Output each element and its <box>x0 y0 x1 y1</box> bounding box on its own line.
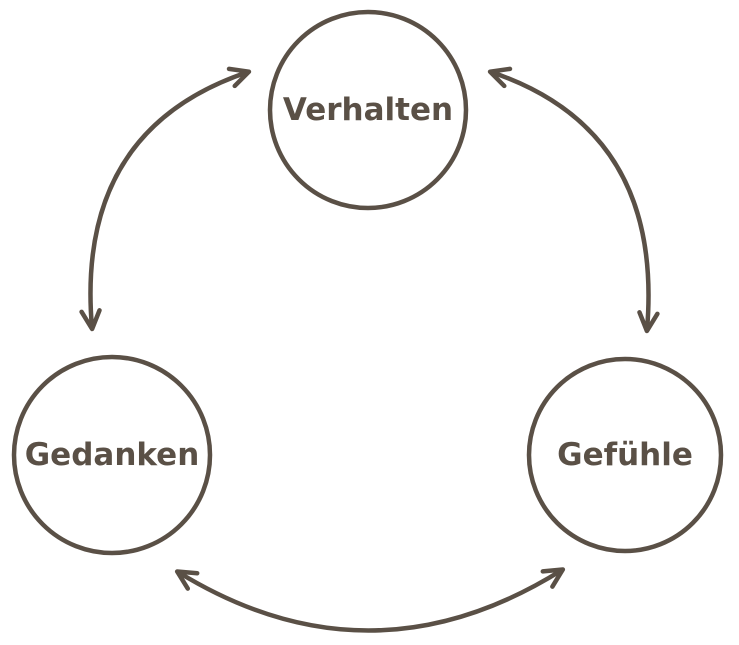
node-gefuehle-circle <box>526 356 724 554</box>
edge-verhalten-gefuehle <box>487 66 660 334</box>
edge-gedanken-verhalten <box>79 66 252 332</box>
node-gedanken-label: Gedanken <box>25 437 200 473</box>
node-verhalten: Verhalten <box>267 9 469 211</box>
node-gefuehle: Gefühle <box>526 356 724 554</box>
node-verhalten-circle <box>267 9 469 211</box>
node-gefuehle-label: Gefühle <box>557 437 693 473</box>
edges <box>79 66 660 633</box>
edge-gedanken-gefuehle <box>174 567 566 633</box>
node-verhalten-label: Verhalten <box>283 92 453 128</box>
node-gedanken-circle <box>11 354 213 556</box>
node-gedanken: Gedanken <box>11 354 213 556</box>
